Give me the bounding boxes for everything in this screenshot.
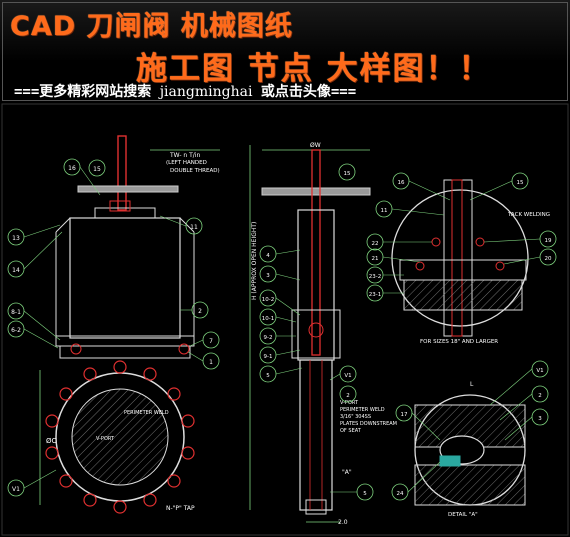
callout-label: 3 bbox=[538, 416, 542, 422]
callout-label: V1 bbox=[536, 368, 543, 374]
callout-label: 10-1 bbox=[262, 316, 274, 322]
callout-label: 15 bbox=[344, 171, 351, 177]
promo-suffix: 或点击头像=== bbox=[252, 84, 357, 100]
sizes-note: FOR SIZES 18" AND LARGER bbox=[420, 339, 498, 345]
note-line: PERIMETER WELD bbox=[340, 407, 385, 413]
phi-w-label: ØW bbox=[310, 142, 321, 149]
callout-label: 23-1 bbox=[369, 292, 381, 298]
gate-hatch bbox=[71, 388, 169, 486]
banner-promo-line: ===更多精彩网站搜索 jiangminghai 或点击头像=== bbox=[14, 81, 356, 101]
tack-welding-note: TACK WELDING bbox=[507, 212, 550, 218]
top-detail-view: TACK WELDING FOR SIZES 18" AND LARGER 16… bbox=[366, 172, 557, 345]
callout-label: 22 bbox=[372, 241, 379, 247]
callout-label: 9-2 bbox=[264, 335, 273, 341]
banner-frame bbox=[2, 2, 568, 101]
drawing-frame bbox=[1, 103, 569, 536]
callout-label: 11 bbox=[381, 208, 388, 214]
v-port-note: V-PORT bbox=[96, 436, 115, 442]
callout-label: 16 bbox=[398, 180, 405, 186]
note-line: 3/16" 304SS bbox=[340, 414, 371, 420]
callout-label: 1 bbox=[209, 359, 213, 366]
knife-gate-valve-drawing: TW- n T/in (LEFT HANDED DOUBLE THREAD) H… bbox=[1, 103, 569, 536]
thread-note-3: DOUBLE THREAD) bbox=[170, 168, 220, 174]
dimension-2: 2.0 bbox=[338, 519, 348, 526]
callout-label: 9-1 bbox=[264, 354, 273, 360]
callout-label: 19 bbox=[545, 238, 552, 244]
callout-label: 4 bbox=[266, 253, 270, 259]
callout-label: 21 bbox=[372, 256, 379, 262]
callout-label: 5 bbox=[266, 373, 270, 379]
callout-label: V1 bbox=[344, 373, 351, 379]
callout-label: 7 bbox=[209, 338, 213, 345]
detail-a-label: DETAIL "A" bbox=[448, 512, 478, 518]
phi-c-label: ØC bbox=[46, 437, 57, 445]
callout-label: 15 bbox=[93, 166, 101, 173]
handwheel-side bbox=[261, 187, 371, 196]
packing-bolt bbox=[178, 343, 190, 355]
callout-label: 8-1 bbox=[11, 309, 21, 316]
callout-label: 24 bbox=[397, 491, 404, 497]
callout-label: 6-2 bbox=[11, 327, 21, 334]
handwheel bbox=[77, 185, 179, 193]
middle-side-view: ØW 2.0 "A" V-PORT PERIMETER WELD 3/16" 3… bbox=[259, 142, 397, 526]
callout-label: 11 bbox=[190, 224, 198, 231]
left-front-view: TW- n T/in (LEFT HANDED DOUBLE THREAD) H… bbox=[7, 135, 258, 514]
callout-label: 5 bbox=[363, 491, 367, 497]
promo-prefix: ===更多精彩网站搜索 bbox=[14, 84, 160, 100]
detail-a-leader-lines bbox=[407, 368, 533, 493]
left-leader-lines bbox=[23, 166, 204, 489]
note-line: V-PORT bbox=[340, 400, 359, 406]
l-label: L bbox=[470, 381, 474, 388]
bonnet bbox=[69, 217, 181, 339]
detail-bolts bbox=[415, 237, 505, 271]
body-side bbox=[299, 359, 333, 511]
callout-label: 17 bbox=[401, 412, 408, 418]
callout-label: 2 bbox=[538, 393, 542, 399]
callout-label: 2 bbox=[198, 308, 202, 315]
top-detail-leader-lines bbox=[382, 180, 541, 294]
tap-note: N-"P" TAP bbox=[166, 505, 195, 512]
thread-note: TW- n T/in bbox=[169, 152, 200, 159]
callout-label: 23-2 bbox=[369, 274, 381, 280]
detail-a-view: DETAIL "A" 17 V1 24 2 3 L bbox=[391, 360, 549, 518]
callout-label: V1 bbox=[12, 486, 20, 493]
note-line: OF SEAT bbox=[340, 428, 362, 434]
callout-label: 13 bbox=[12, 235, 20, 242]
callout-label: 2 bbox=[346, 393, 350, 399]
callout-label: 15 bbox=[517, 180, 524, 186]
stem bbox=[117, 135, 127, 211]
middle-leader-lines bbox=[275, 249, 357, 493]
detail-a-callout-labels: 17 V1 24 2 3 bbox=[397, 368, 544, 497]
perimeter-weld-note: PERIMETER WELD bbox=[124, 410, 169, 416]
callout-label: 14 bbox=[12, 267, 20, 274]
banner-title-line2: 施工图 节点 大样图！！ bbox=[136, 51, 492, 87]
callout-label: 20 bbox=[545, 256, 552, 262]
left-callout-labels: 16 15 11 13 14 2 8-1 6-2 7 1 V1 bbox=[11, 165, 213, 493]
title-banner: CAD 刀闸阀 机械图纸 施工图 节点 大样图！！ ===更多精彩网站搜索 ji… bbox=[0, 0, 570, 103]
callout-label: 16 bbox=[68, 165, 76, 172]
vport-note-block: V-PORT PERIMETER WELD 3/16" 304SS PLATES… bbox=[340, 400, 397, 434]
note-line: PLATES DOWNSTREAM bbox=[340, 421, 397, 427]
callout-label: 3 bbox=[266, 273, 270, 279]
top-detail-callout-labels: 16 15 11 22 21 23-2 23-1 19 20 bbox=[369, 180, 552, 298]
stem-nut bbox=[109, 200, 131, 212]
flange-bolt-holes bbox=[45, 360, 195, 514]
open-height-note: H (APPROX OPEN HEIGHT) bbox=[251, 222, 258, 300]
stem-side bbox=[311, 149, 321, 356]
thread-note-2: (LEFT HANDED bbox=[166, 160, 207, 166]
promo-site: jiangminghai bbox=[159, 84, 253, 100]
banner-title-line1: CAD 刀闸阀 机械图纸 bbox=[10, 11, 293, 42]
middle-callout-circles bbox=[259, 163, 374, 501]
callout-label: 10-2 bbox=[262, 297, 274, 303]
middle-callout-labels: 15 4 3 10-2 10-1 9-2 9-1 5 V1 2 5 bbox=[262, 171, 367, 497]
section-a-label: "A" bbox=[342, 469, 352, 476]
gland-side bbox=[291, 309, 341, 359]
